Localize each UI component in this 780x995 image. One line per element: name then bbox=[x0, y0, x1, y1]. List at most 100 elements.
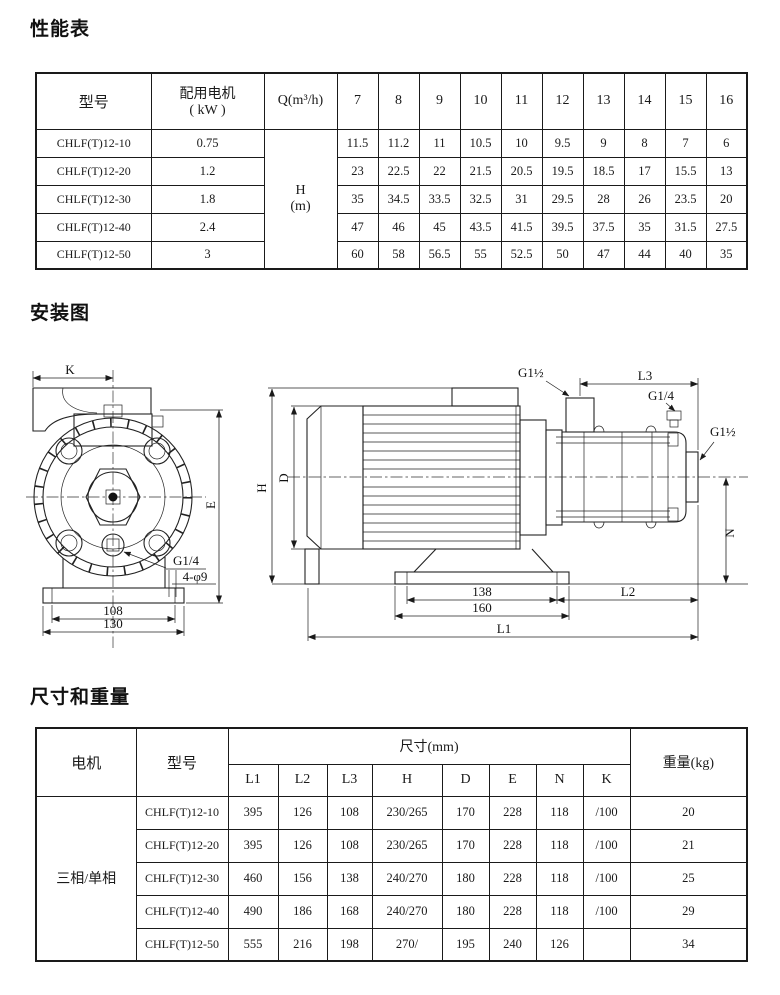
dim-label-d: D bbox=[276, 473, 291, 482]
dim-cell: 118 bbox=[535, 795, 584, 830]
port-label-g14-front: G1/4 bbox=[173, 553, 200, 568]
value-cell: 13 bbox=[705, 156, 748, 186]
value-cell: 31 bbox=[500, 184, 543, 214]
value-cell: 35 bbox=[623, 212, 666, 242]
col-header-size: 尺寸(mm) bbox=[227, 727, 631, 765]
model-cell: CHLF(T)12-30 bbox=[135, 861, 229, 896]
table-row: 三相/单相 CHLF(T)12-10 395 126 108 230/265 1… bbox=[35, 795, 748, 962]
sub-header: E bbox=[488, 763, 537, 797]
table-row: CHLF(T)12-40 490 186 168 240/270 180 228… bbox=[36, 894, 748, 929]
dim-cell: 118 bbox=[535, 894, 584, 929]
power-cell: 1.8 bbox=[150, 184, 265, 214]
sub-header: K bbox=[582, 763, 631, 797]
dim-cell: 228 bbox=[488, 894, 537, 929]
col-header-model: 型号 bbox=[35, 72, 152, 130]
value-cell: 10 bbox=[500, 128, 543, 158]
model-cell: CHLF(T)12-50 bbox=[135, 927, 229, 962]
flow-header: 9 bbox=[418, 72, 461, 130]
performance-title: 性能表 bbox=[30, 19, 91, 40]
value-cell: 21.5 bbox=[459, 156, 502, 186]
value-cell: 15.5 bbox=[664, 156, 707, 186]
flow-header: 16 bbox=[705, 72, 748, 130]
dim-cell: /100 bbox=[582, 894, 631, 929]
performance-table: 型号 配用电机 ( kW ) Q(m³/h) 7 8 9 10 11 12 13… bbox=[35, 72, 748, 270]
col-header-weight: 重量(kg) bbox=[629, 727, 748, 797]
dim-cell: 395 bbox=[227, 828, 279, 863]
motor-header-line1: 配用电机 bbox=[179, 87, 236, 103]
dim-cell: 228 bbox=[488, 861, 537, 896]
value-cell: 32.5 bbox=[459, 184, 502, 214]
col-header-q: Q(m³/h) bbox=[263, 72, 338, 130]
port-label-g112-side: G1½ bbox=[710, 424, 736, 439]
dim-cell: 126 bbox=[277, 828, 328, 863]
sub-header: H bbox=[371, 763, 443, 797]
dim-cell bbox=[582, 927, 631, 962]
dim-label-n: N bbox=[722, 528, 737, 538]
dim-cell: 138 bbox=[326, 861, 373, 896]
dim-cell: 490 bbox=[227, 894, 279, 929]
dim-label-l3: L3 bbox=[638, 368, 652, 383]
dim-label-108: 108 bbox=[103, 603, 123, 618]
table-row: CHLF(T)12-10 0.75 H (m) 11.5 11.2 11 10.… bbox=[35, 128, 748, 270]
dim-cell: 186 bbox=[277, 894, 328, 929]
sub-header: N bbox=[535, 763, 584, 797]
dim-cell: 460 bbox=[227, 861, 279, 896]
port-label-g112-top: G1½ bbox=[518, 365, 544, 380]
model-cell: CHLF(T)12-30 bbox=[35, 184, 152, 214]
dim-cell: 230/265 bbox=[371, 828, 443, 863]
value-cell: 35 bbox=[705, 240, 748, 270]
value-cell: 26 bbox=[623, 184, 666, 214]
flow-header: 15 bbox=[664, 72, 707, 130]
dim-cell: 555 bbox=[227, 927, 279, 962]
model-cell: CHLF(T)12-40 bbox=[35, 212, 152, 242]
value-cell: 7 bbox=[664, 128, 707, 158]
dim-cell: /100 bbox=[582, 861, 631, 896]
dim-cell: 240/270 bbox=[371, 861, 443, 896]
value-cell: 52.5 bbox=[500, 240, 543, 270]
value-cell: 11.5 bbox=[336, 128, 379, 158]
value-cell: 35 bbox=[336, 184, 379, 214]
value-cell: 41.5 bbox=[500, 212, 543, 242]
model-cell: CHLF(T)12-10 bbox=[35, 128, 152, 158]
value-cell: 50 bbox=[541, 240, 584, 270]
side-view-drawing: H D bbox=[254, 365, 748, 641]
model-cell: CHLF(T)12-40 bbox=[135, 894, 229, 929]
table-row: CHLF(T)12-40 2.4 47 46 45 43.5 41.5 39.5… bbox=[35, 212, 748, 242]
power-cell: 0.75 bbox=[150, 128, 265, 158]
value-cell: 46 bbox=[377, 212, 420, 242]
dim-cell: 180 bbox=[441, 894, 490, 929]
value-cell: 58 bbox=[377, 240, 420, 270]
value-cell: 45 bbox=[418, 212, 461, 242]
dim-cell: 240 bbox=[488, 927, 537, 962]
dim-cell: 240/270 bbox=[371, 894, 443, 929]
dim-label-e: E bbox=[203, 501, 218, 509]
value-cell: 47 bbox=[582, 240, 625, 270]
model-cell: CHLF(T)12-50 bbox=[35, 240, 152, 270]
value-cell: 20 bbox=[705, 184, 748, 214]
value-cell: 10.5 bbox=[459, 128, 502, 158]
dim-cell: 108 bbox=[326, 828, 373, 863]
head-unit-cell: H (m) bbox=[263, 128, 338, 270]
dim-cell: 126 bbox=[535, 927, 584, 962]
bolt-circles bbox=[55, 437, 171, 557]
power-cell: 1.2 bbox=[150, 156, 265, 186]
value-cell: 56.5 bbox=[418, 240, 461, 270]
dim-label-l2: L2 bbox=[621, 584, 635, 599]
value-cell: 27.5 bbox=[705, 212, 748, 242]
table-row: CHLF(T)12-30 460 156 138 240/270 180 228… bbox=[36, 861, 748, 896]
flow-header: 10 bbox=[459, 72, 502, 130]
value-cell: 8 bbox=[623, 128, 666, 158]
value-cell: 22.5 bbox=[377, 156, 420, 186]
front-view-drawing: K E G1/4 4-φ9 108 130 bbox=[26, 362, 223, 648]
performance-header-row: 型号 配用电机 ( kW ) Q(m³/h) 7 8 9 10 11 12 13… bbox=[35, 72, 748, 130]
dim-cell: 195 bbox=[441, 927, 490, 962]
weight-cell: 29 bbox=[629, 894, 748, 929]
dim-cell: 228 bbox=[488, 795, 537, 830]
sub-header: L1 bbox=[227, 763, 279, 797]
dim-cell: 156 bbox=[277, 861, 328, 896]
dimensions-header-row1: 电机 型号 尺寸(mm) 重量(kg) bbox=[35, 727, 748, 797]
dim-label-l1: L1 bbox=[497, 621, 511, 636]
dim-label-h: H bbox=[254, 483, 269, 492]
dim-label-160: 160 bbox=[472, 600, 492, 615]
value-cell: 9.5 bbox=[541, 128, 584, 158]
